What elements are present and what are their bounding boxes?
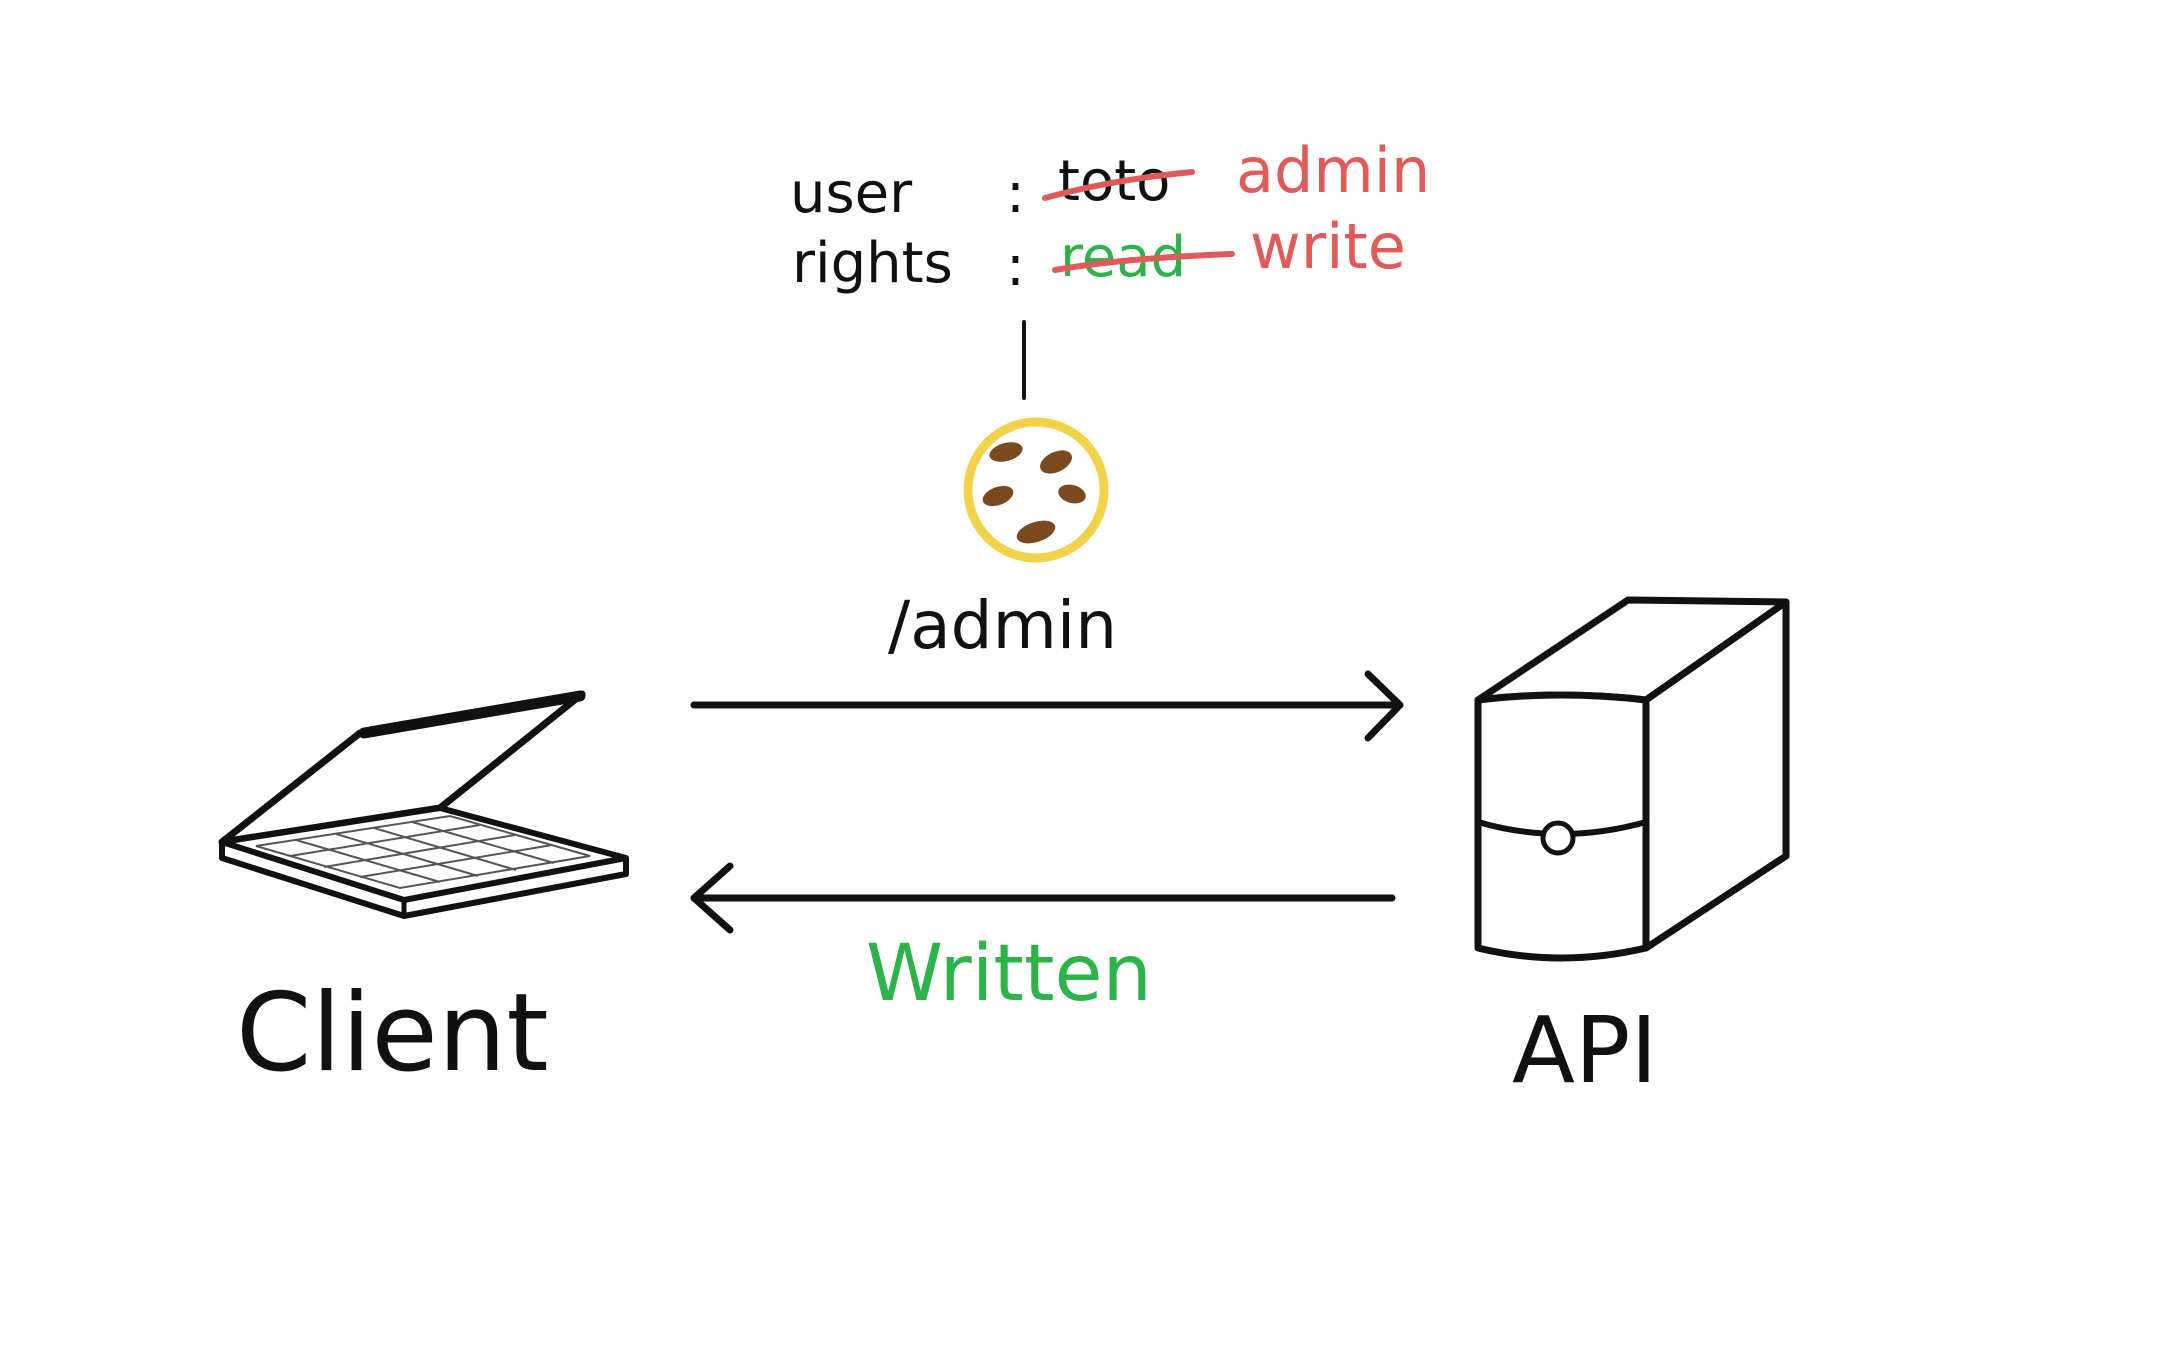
api-label: API [1512, 997, 1658, 1104]
response-label: Written [866, 929, 1152, 1019]
user-new-value: admin [1236, 134, 1430, 207]
request-path-label: /admin [888, 587, 1117, 664]
rights-old-value-strikethrough [1052, 251, 1235, 273]
laptop-icon [218, 690, 629, 919]
server-icon [1474, 596, 1790, 962]
user-label: user [790, 161, 913, 226]
rights-label: rights [792, 231, 953, 296]
rights-separator: : [1006, 234, 1025, 299]
user-old-value-strikethrough [1042, 169, 1195, 201]
request-arrow [690, 670, 1404, 742]
rights-new-value: write [1250, 210, 1406, 283]
cookie-icon [963, 417, 1109, 563]
cookie-contents: user : toto admin rights : read write [790, 134, 1430, 299]
user-separator: : [1006, 161, 1025, 226]
client-label: Client [236, 971, 549, 1096]
response-arrow [690, 862, 1396, 934]
